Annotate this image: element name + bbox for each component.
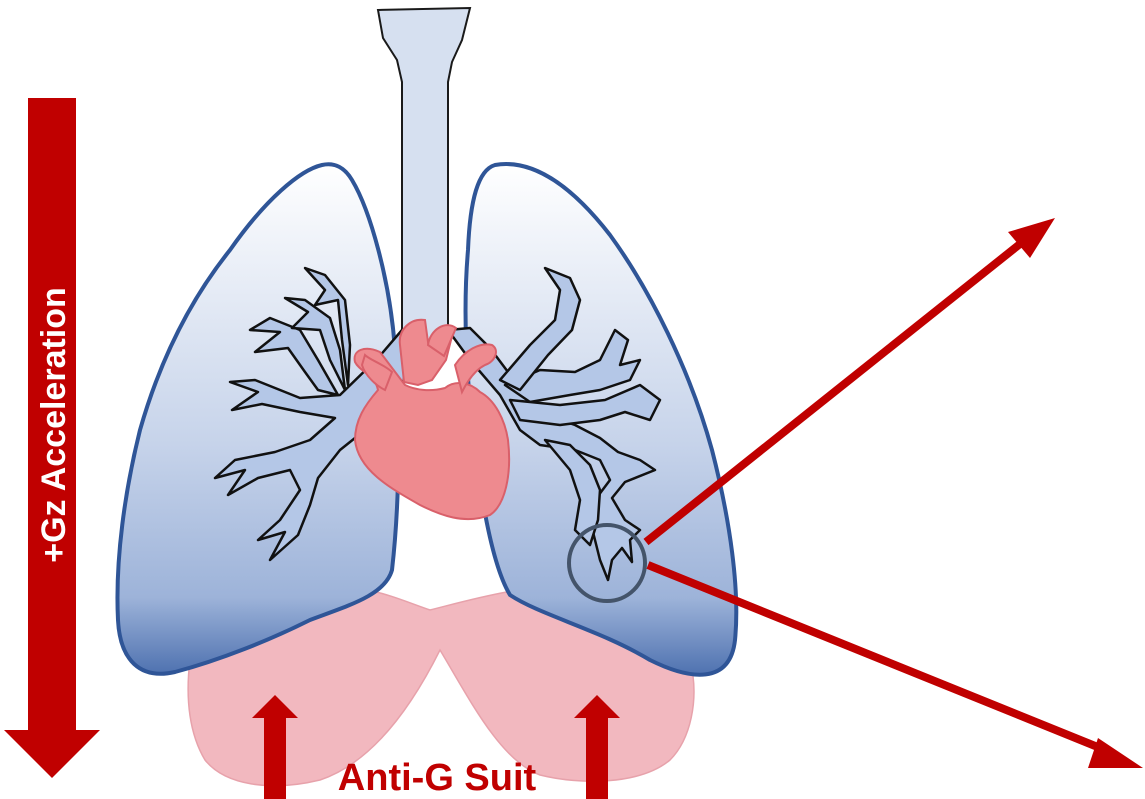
gz-acceleration-arrow: +Gz Acceleration: [4, 98, 100, 778]
arrow-down-icon: [4, 730, 100, 778]
acceleration-label: +Gz Acceleration: [35, 287, 73, 563]
trachea-icon: [378, 8, 470, 340]
anti-g-suit-label: Anti-G Suit: [338, 757, 537, 799]
